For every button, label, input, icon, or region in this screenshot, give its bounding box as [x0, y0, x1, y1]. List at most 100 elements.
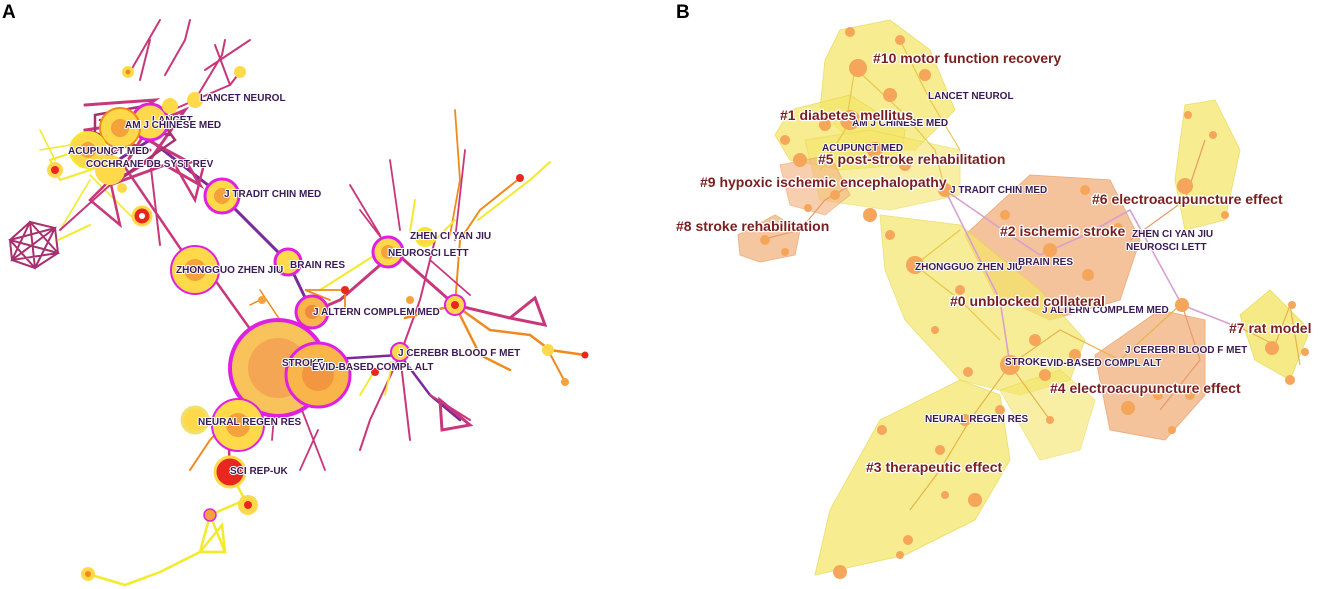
- edge: [59, 159, 161, 246]
- label-b-am-j-chinese-med: AM J CHINESE MED: [852, 118, 948, 129]
- node: [935, 445, 945, 455]
- node: [941, 491, 949, 499]
- edge: [8, 220, 60, 270]
- label-b-j-cerebr-blood: J CEREBR BLOOD F MET: [1125, 345, 1247, 356]
- hull-c3: [814, 379, 1011, 576]
- label-lancet-neurol: LANCET NEUROL: [200, 93, 286, 104]
- edge: [129, 19, 251, 121]
- node-evid-based-core: [302, 359, 334, 391]
- node: [849, 59, 867, 77]
- edge: [88, 177, 123, 229]
- node-zhen-ci-yan-jiu: [415, 227, 435, 247]
- label-j-altern-complem-med: J ALTERN COMPLEM MED: [313, 307, 440, 318]
- edge: [173, 158, 207, 204]
- node: [139, 213, 145, 219]
- edge: [316, 353, 462, 422]
- node: [1209, 131, 1217, 139]
- label-brain-res: BRAIN RES: [290, 260, 345, 271]
- node: [968, 493, 982, 507]
- cluster-label-1: #1 diabetes mellitus: [780, 107, 913, 123]
- node: [781, 248, 789, 256]
- node: [117, 183, 127, 193]
- node: [1035, 185, 1045, 195]
- edge: [759, 179, 861, 241]
- node: [1113, 223, 1123, 233]
- cluster-label-0: #0 unblocked collateral: [950, 293, 1105, 309]
- edge: [909, 304, 1181, 511]
- node: [1221, 211, 1229, 219]
- node: [931, 326, 939, 334]
- node: [258, 296, 266, 304]
- node: [51, 166, 59, 174]
- label-evid-based: EVID-BASED COMPL ALT: [312, 362, 433, 373]
- node: [406, 296, 414, 304]
- node: [760, 235, 770, 245]
- label-j-cerebr-blood: J CEREBR BLOOD F MET: [398, 348, 520, 359]
- edge: [819, 39, 961, 191]
- node: [162, 98, 178, 114]
- node: [85, 571, 91, 577]
- node: [234, 66, 246, 78]
- cluster-label-7: #7 rat model: [1229, 320, 1311, 336]
- node: [885, 230, 895, 240]
- node: [919, 69, 931, 81]
- hull-c7: [1239, 289, 1311, 381]
- edge: [438, 396, 474, 432]
- node: [388, 361, 396, 369]
- node: [1168, 426, 1176, 434]
- label-b-j-tradit-chin-med: J TRADIT CHIN MED: [950, 185, 1047, 196]
- label-b-zhen-ci-yan-jiu: ZHEN CI YAN JIU: [1132, 229, 1213, 240]
- label-b-j-altern-complem-med: J ALTERN COMPLEM MED: [1042, 305, 1169, 316]
- node: [863, 208, 877, 222]
- panel-a-network: LANCET NEUROL LANCET AM J CHINESE MED AC…: [8, 19, 589, 587]
- node: [1121, 401, 1135, 415]
- cluster-label-6: #6 electroacupuncture effect: [1092, 191, 1283, 207]
- edge: [914, 229, 1001, 341]
- cluster-label-8: #8 stroke rehabilitation: [676, 218, 829, 234]
- node: [804, 204, 812, 212]
- node-brain-res: [273, 247, 303, 277]
- panel-a-labels: LANCET NEUROL LANCET AM J CHINESE MED AC…: [67, 92, 521, 478]
- node: [1185, 390, 1195, 400]
- label-b-acupunct-med: ACUPUNCT MED: [822, 143, 903, 154]
- label-zhen-ci-yan-jiu: ZHEN CI YAN JIU: [410, 231, 491, 242]
- panel-a-letter: A: [2, 2, 16, 23]
- node: [371, 368, 379, 376]
- node: [840, 110, 860, 130]
- node: [1000, 210, 1010, 220]
- label-stroke: STROKE: [282, 358, 324, 369]
- node: [1039, 369, 1051, 381]
- cluster-label-3: #3 therapeutic effect: [866, 459, 1002, 475]
- node: [780, 135, 790, 145]
- edge: [349, 149, 471, 296]
- node-neurosci-core: [381, 245, 395, 259]
- node: [1046, 416, 1054, 424]
- node: [341, 286, 349, 294]
- label-b-neurosci-lett: NEUROSCI LETT: [1126, 242, 1207, 253]
- node: [1288, 301, 1296, 309]
- cluster-label-10: #10 motor function recovery: [873, 50, 1061, 66]
- hull-c9: [779, 154, 851, 216]
- panel-b-nodes: [760, 27, 1309, 579]
- node: [903, 535, 913, 545]
- node: [203, 508, 217, 522]
- panel-b-edges: [759, 39, 1301, 511]
- label-b-lancet-neurol: LANCET NEUROL: [928, 91, 1014, 102]
- edge: [1129, 139, 1206, 411]
- node-lancet-core: [111, 119, 129, 137]
- label-b-neural-regen-res: NEURAL REGEN RES: [925, 414, 1028, 425]
- node-cochrane: [95, 155, 125, 185]
- edge: [197, 521, 227, 554]
- cluster-label-5: #5 post-stroke rehabilitation: [818, 151, 1005, 167]
- node-j-tradit-core: [214, 188, 230, 204]
- edge: [1244, 302, 1301, 366]
- cluster-label-2: #2 ischemic stroke: [1000, 223, 1126, 239]
- panel-b-journal-labels: LANCET NEUROL AM J CHINESE MED ACUPUNCT …: [821, 90, 1248, 426]
- node: [1000, 355, 1020, 375]
- edge: [57, 224, 91, 241]
- label-lancet: LANCET: [152, 115, 193, 126]
- node: [1177, 178, 1193, 194]
- label-acupunct-med: ACUPUNCT MED: [68, 146, 149, 157]
- edge: [449, 109, 461, 236]
- node: [1175, 298, 1189, 312]
